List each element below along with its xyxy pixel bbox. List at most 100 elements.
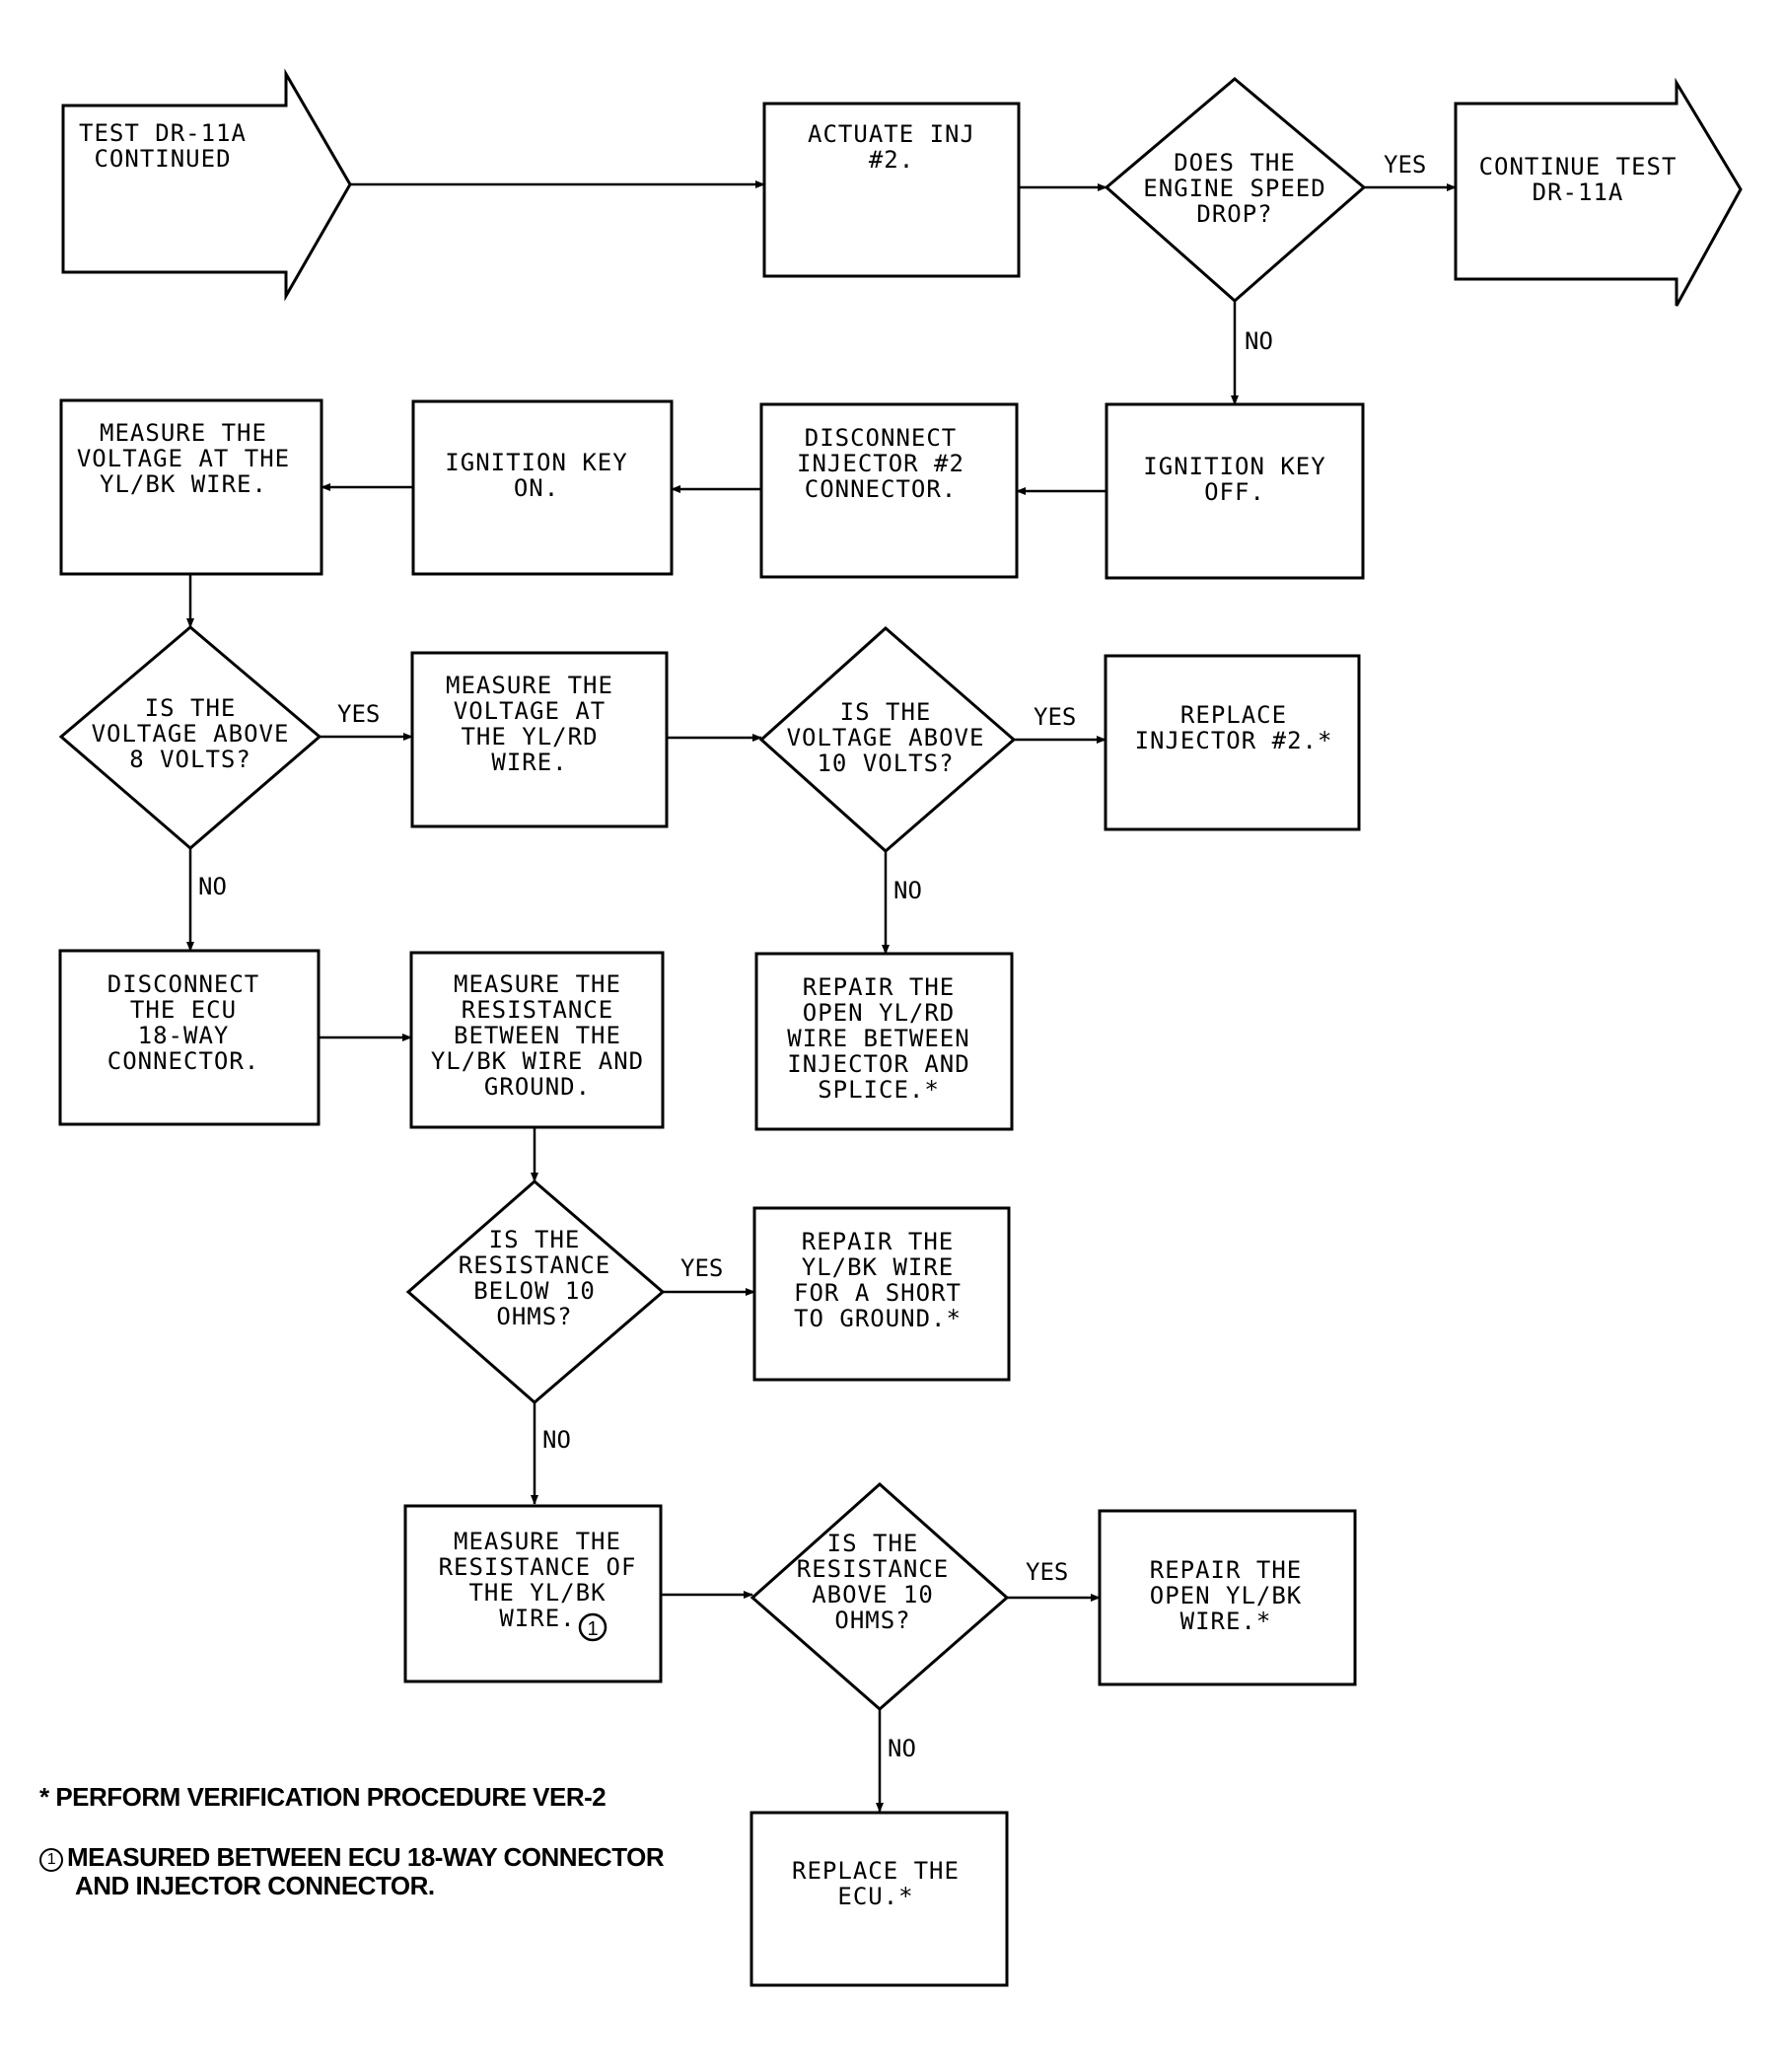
node-text-line: INJECTOR #2.* (1135, 727, 1333, 754)
node-text-line: ACTUATE INJ (808, 120, 975, 148)
node-text-line: DR-11A (1533, 179, 1624, 206)
node-text-line: TO GROUND.* (794, 1305, 962, 1332)
node-text-line: THE YL/BK (468, 1579, 606, 1607)
node-text: ACTUATE INJ#2. (808, 120, 975, 174)
label-no: NO (542, 1426, 571, 1454)
label-no: NO (1245, 327, 1273, 355)
node-text-line: IS THE (145, 694, 237, 722)
label-yes: YES (1026, 1558, 1068, 1586)
node-text-line: CONNECTOR. (805, 475, 958, 503)
label-yes: YES (1034, 703, 1076, 731)
note-one-line2: AND INJECTOR CONNECTOR. (75, 1871, 435, 1900)
node-text-line: WIRE. (499, 1605, 575, 1632)
node-text-line: DOES THE (1174, 149, 1296, 177)
footnote-marker-circle (578, 1612, 607, 1642)
node-text-line: RESISTANCE (459, 1251, 611, 1279)
node-text-line: INJECTOR #2 (797, 450, 964, 477)
decision-engine-speed-drop (1104, 77, 1367, 303)
node-text-line: ON. (514, 474, 559, 502)
box-repair-ylbk-short (752, 1206, 1011, 1382)
decision-voltage-above-10 (758, 625, 1017, 854)
node-text-line: OHMS? (834, 1607, 910, 1634)
node-text-line: YL/BK WIRE. (100, 470, 267, 498)
node-text-line: YL/BK WIRE (802, 1253, 955, 1281)
node-text-line: CONNECTOR. (107, 1047, 260, 1075)
node-text-line: RESISTANCE OF (439, 1553, 637, 1581)
edges (186, 180, 1457, 1813)
box-measure-ylbk-voltage (59, 398, 323, 576)
box-actuate-inj2 (762, 102, 1021, 278)
node-text-line: IS THE (827, 1530, 919, 1557)
box-measure-resistance-ylbk (403, 1504, 663, 1683)
node-text-line: ABOVE 10 (812, 1581, 934, 1608)
node-text-line: RESISTANCE (797, 1555, 950, 1583)
node-text-line: DISCONNECT (107, 970, 260, 998)
node-text-line: RESISTANCE (462, 996, 614, 1024)
node-text-line: YL/BK WIRE AND (431, 1047, 644, 1075)
label-yes: YES (680, 1254, 723, 1282)
label-no: NO (198, 873, 227, 900)
node-text-line: OFF. (1204, 478, 1265, 506)
box-disconnect-ecu (58, 949, 321, 1126)
node-text-line: IS THE (489, 1226, 581, 1253)
box-ignition-key-off (1105, 402, 1365, 580)
node-text-line: ECU.* (837, 1883, 913, 1910)
label-no: NO (893, 877, 922, 904)
edge-labels: YES NO YES YES NO NO YES NO YES NO (198, 151, 1426, 1762)
note-one-line1: MEASURED BETWEEN ECU 18-WAY CONNECTOR (67, 1842, 665, 1872)
box-replace-injector2 (1104, 654, 1361, 831)
node-text-line: OPEN YL/BK (1150, 1582, 1303, 1609)
node-text-line: THE ECU (130, 996, 237, 1024)
label-no: NO (888, 1735, 916, 1762)
node-text-line: WIRE.* (1180, 1608, 1272, 1635)
node-text-line: REPAIR THE (802, 1228, 955, 1255)
box-repair-open-ylrd (754, 952, 1014, 1131)
box-replace-ecu (750, 1811, 1009, 1987)
node-text-line: CONTINUED (94, 145, 231, 173)
node-text-line: REPLACE (1180, 701, 1287, 729)
node-text-line: TEST DR-11A (79, 119, 247, 147)
node-text-line: VOLTAGE AT (454, 697, 607, 725)
node-text-line: VOLTAGE ABOVE (92, 720, 290, 748)
arrow-continue-test-dr11a (1454, 77, 1743, 307)
node-text-line: SPLICE.* (818, 1076, 940, 1104)
note-verification-procedure: * PERFORM VERIFICATION PROCEDURE VER-2 (39, 1782, 607, 1812)
node-text-line: REPAIR THE (803, 973, 956, 1001)
box-disconnect-injector2 (759, 402, 1019, 579)
node-text-line: BELOW 10 (473, 1277, 596, 1305)
node-text-line: FOR A SHORT (794, 1279, 962, 1307)
decision-resistance-below-10 (405, 1179, 666, 1404)
box-measure-ylrd-voltage (410, 651, 669, 828)
node-text-line: DROP? (1196, 200, 1272, 228)
node-text-line: GROUND. (484, 1073, 591, 1101)
node-text-line: 18-WAY (138, 1022, 230, 1049)
label-yes: YES (1384, 151, 1426, 179)
footnote-marker-icon: 1 (39, 1848, 63, 1872)
node-text-line: BETWEEN THE (454, 1022, 621, 1049)
node-text-line: REPAIR THE (1150, 1556, 1303, 1584)
node-text-line: VOLTAGE AT THE (77, 445, 290, 472)
label-yes: YES (337, 700, 380, 728)
node-text-line: #2. (869, 146, 914, 174)
node-text-line: DISCONNECT (805, 424, 958, 452)
node-text-line: ENGINE SPEED (1143, 175, 1325, 202)
